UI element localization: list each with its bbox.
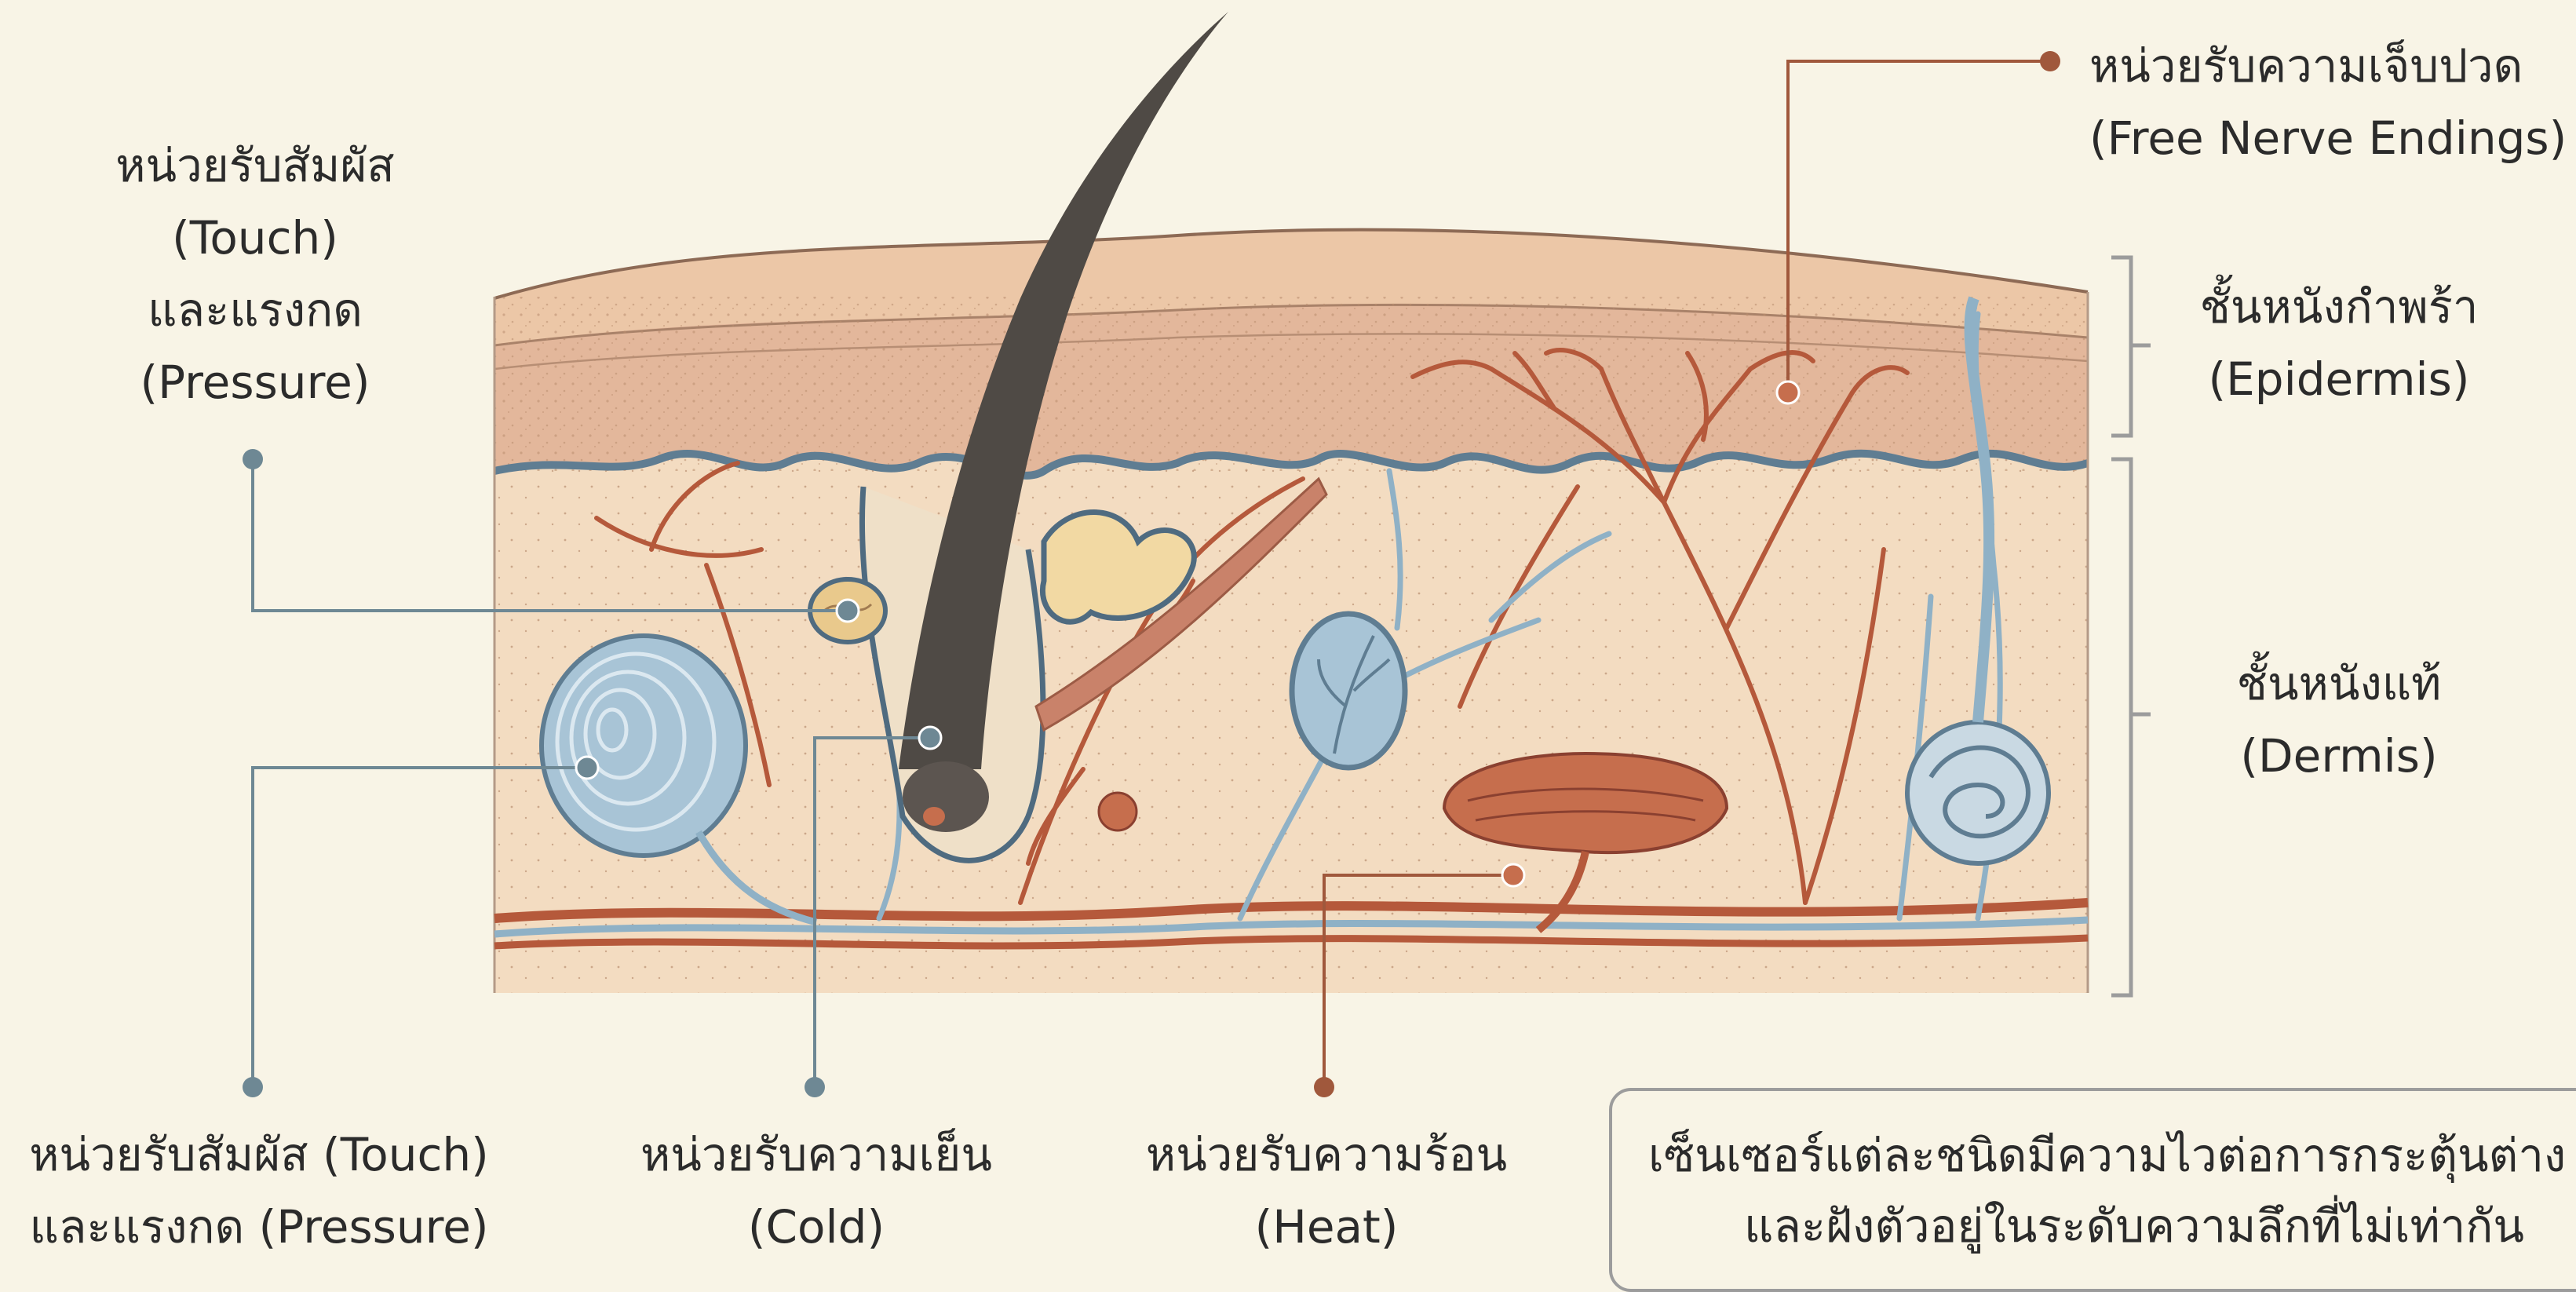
small-corpuscle: [1099, 793, 1137, 830]
leader-dot: [243, 449, 263, 469]
pain-line1: หน่วยรับความเจ็บปวด: [2089, 30, 2567, 102]
leader-dot: [1314, 1077, 1334, 1097]
cold-label: หน่วยรับความเย็น (Cold): [597, 1119, 1036, 1263]
leader-dot: [576, 757, 598, 779]
epidermis-layer: [494, 230, 2088, 476]
touch-upper-line4: (Pressure): [78, 346, 432, 418]
touch-upper-line1: หน่วยรับสัมผัส: [78, 130, 432, 202]
heat-line2: (Heat): [1099, 1191, 1554, 1263]
cold-receptor-bulb: [1292, 614, 1405, 768]
leader-dot: [805, 1077, 825, 1097]
heat-label: หน่วยรับความร้อน (Heat): [1099, 1119, 1554, 1263]
dermis-label: ชั้นหนังแท้ (Dermis): [2158, 648, 2519, 792]
note-box: เซ็นเซอร์แต่ละชนิดมีความไวต่อการกระตุ้นต…: [1609, 1088, 2576, 1292]
pain-label: หน่วยรับความเจ็บปวด (Free Nerve Endings): [2089, 30, 2567, 174]
touch-upper-label: หน่วยรับสัมผัส (Touch) และแรงกด (Pressur…: [78, 130, 432, 418]
leader-dot: [837, 600, 859, 622]
leader-dot: [243, 1077, 263, 1097]
cold-line1: หน่วยรับความเย็น: [597, 1119, 1036, 1191]
leader-dot: [919, 727, 941, 749]
touch-lower-label: หน่วยรับสัมผัส (Touch) และแรงกด (Pressur…: [0, 1119, 518, 1263]
epidermis-line2: (Epidermis): [2158, 343, 2519, 415]
epidermis-line1: ชั้นหนังกำพร้า: [2158, 271, 2519, 343]
touch-upper-line2: (Touch): [78, 202, 432, 274]
leader-dot: [1777, 381, 1799, 403]
note-line1: เซ็นเซอร์แต่ละชนิดมีความไวต่อการกระตุ้นต…: [1648, 1119, 2566, 1192]
epidermis-bracket: [2111, 257, 2151, 436]
touch-lower-line2: และแรงกด (Pressure): [0, 1191, 518, 1263]
dermis-bracket: [2111, 459, 2151, 995]
touch-lower-line1: หน่วยรับสัมผัส (Touch): [0, 1119, 518, 1191]
dermis-line1: ชั้นหนังแท้: [2158, 648, 2519, 720]
leader-dot: [1502, 864, 1524, 886]
cold-line2: (Cold): [597, 1191, 1036, 1263]
heat-line1: หน่วยรับความร้อน: [1099, 1119, 1554, 1191]
skin-diagram: หน่วยรับสัมผัส (Touch) และแรงกด (Pressur…: [0, 0, 2576, 1265]
touch-upper-line3: และแรงกด: [78, 274, 432, 346]
epidermis-label: ชั้นหนังกำพร้า (Epidermis): [2158, 271, 2519, 415]
dermis-line2: (Dermis): [2158, 720, 2519, 792]
pain-line2: (Free Nerve Endings): [2089, 102, 2567, 174]
leader-dot: [2040, 51, 2060, 71]
note-line2: และฝังตัวอยู่ในระดับความลึกที่ไม่เท่ากัน: [1744, 1190, 2524, 1262]
